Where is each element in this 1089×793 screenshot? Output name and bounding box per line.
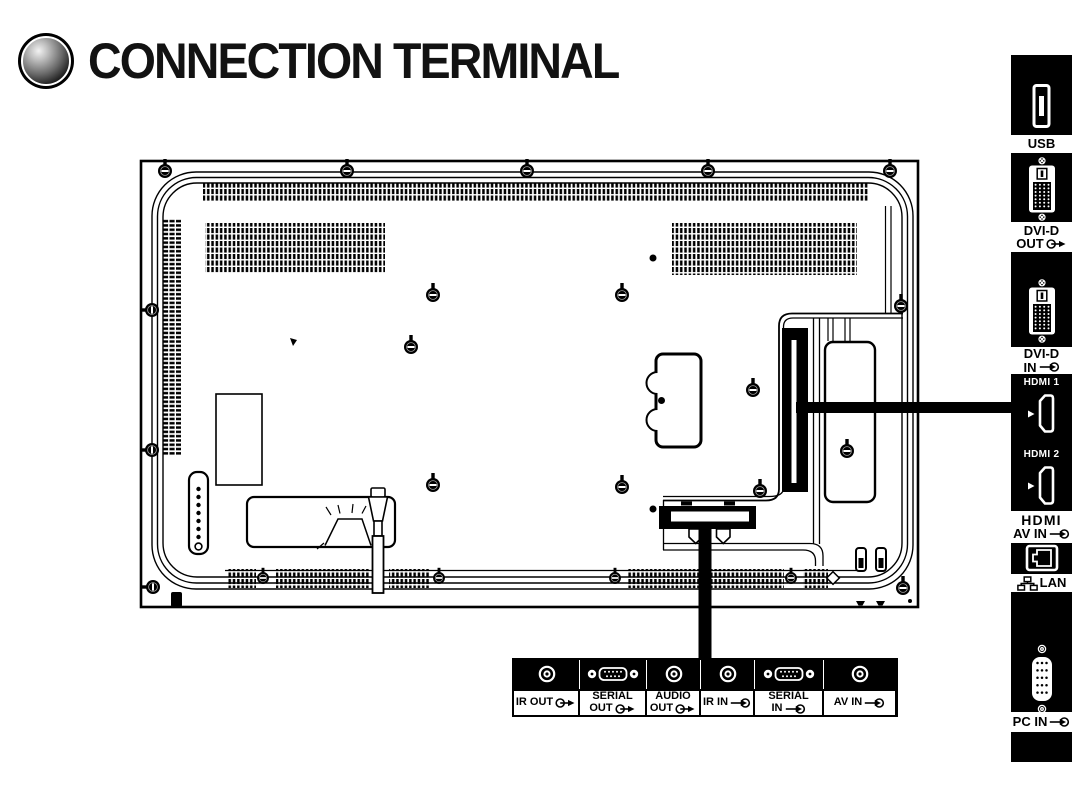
side-terminal-slot (782, 328, 877, 504)
serial-in-connector (755, 660, 824, 689)
label-text: AV IN (833, 696, 863, 708)
ir-out-cell: IR OUT (514, 660, 580, 715)
dvi-d-out-port (1011, 157, 1072, 221)
left-features (171, 393, 397, 607)
cable-clamp (367, 487, 389, 594)
out-arrow-icon (615, 703, 636, 715)
bottom-terminal (659, 501, 841, 586)
label-text: DVI-D (1023, 346, 1060, 361)
ir-in-cell: IR IN (701, 660, 755, 715)
label-text: AV IN (1013, 526, 1047, 541)
out-arrow-icon (675, 703, 696, 715)
ir-out-connector (514, 660, 580, 689)
dvi-d-connector-icon (1024, 279, 1060, 343)
audio-jack-icon (664, 664, 684, 684)
hdmi-cable (796, 402, 1014, 413)
label-text: AUDIO (655, 690, 691, 702)
usb-port-icon (1032, 83, 1051, 129)
hdmi-2-caption: HDMI 2 (1023, 449, 1060, 460)
label-text: DVI-D (1023, 222, 1060, 238)
label-text: OUT (1016, 236, 1044, 251)
serial-out-connector (580, 660, 647, 689)
hdmi-port-icon (1026, 463, 1058, 509)
in-arrow-icon (785, 703, 806, 715)
audio-jack-icon (718, 664, 738, 684)
screws (139, 158, 912, 603)
page-header: CONNECTION TERMINAL (18, 32, 658, 90)
out-arrow-icon (555, 697, 576, 709)
ethernet-port-icon (1025, 544, 1059, 572)
vent-grille-top (203, 183, 869, 202)
pc-in-port (1011, 644, 1072, 714)
dvi-d-connector-icon (1024, 157, 1060, 221)
in-arrow-icon (730, 697, 751, 709)
bottom-strip-cable (698, 528, 712, 660)
lan-network-icon (1016, 575, 1038, 591)
pc-in-label: PC IN (1011, 712, 1072, 732)
label-text: IN (771, 701, 783, 714)
out-arrow-icon (1046, 238, 1067, 250)
page-title: CONNECTION TERMINAL (88, 33, 620, 89)
in-arrow-icon (864, 697, 885, 709)
hdmi-port-icon (1026, 391, 1058, 437)
label-text: LAN (1039, 575, 1067, 591)
dvi-d-in-port (1011, 279, 1072, 343)
label-text: SERIAL (768, 690, 809, 702)
hdmi-1-port (1011, 391, 1072, 437)
label-text: IR IN (702, 696, 729, 708)
lan-label: LAN (1011, 574, 1072, 592)
label-text: IR OUT (515, 696, 554, 708)
glossy-sphere-icon (18, 33, 74, 89)
usb-port (1011, 83, 1072, 129)
in-arrow-icon (1039, 361, 1060, 373)
vent-grilles (163, 183, 869, 588)
vga-connector-icon (1026, 644, 1058, 714)
audio-jack-icon (850, 664, 870, 684)
av-in-label: AV IN (824, 688, 895, 715)
lan-port (1011, 544, 1072, 572)
av-in-cell: AV IN (824, 660, 895, 715)
label-text: HDMI (1021, 511, 1062, 528)
audio-jack-icon (537, 664, 557, 684)
av-in-connector (824, 660, 895, 689)
label-text: PC IN (1012, 714, 1048, 730)
audio-out-connector (647, 660, 701, 689)
ir-in-label: IR IN (701, 688, 755, 715)
vent-grille-left (163, 219, 181, 455)
vent-grille-upper-left (205, 223, 385, 273)
in-arrow-icon (1049, 716, 1070, 728)
speaker-box (245, 495, 397, 550)
in-arrow-icon (1049, 528, 1070, 540)
switch-plate (645, 352, 703, 449)
hdmi-1-caption: HDMI 1 (1023, 377, 1060, 388)
hdmi-2-port (1011, 463, 1072, 509)
serial-db9-icon (762, 664, 816, 684)
ir-in-connector (701, 660, 755, 689)
label-text: IN (1023, 359, 1037, 375)
serial-db9-icon (586, 664, 640, 684)
label-text: SERIAL (592, 690, 633, 702)
label-text: OUT (649, 701, 674, 714)
vent-grille-upper-right (672, 223, 857, 275)
bottom-right-handles (855, 547, 887, 606)
label-text: OUT (589, 701, 613, 714)
usb-label: USB (1011, 135, 1072, 153)
ir-out-label: IR OUT (514, 688, 580, 715)
control-button-strip (187, 470, 210, 556)
label-text: USB (1027, 136, 1056, 152)
